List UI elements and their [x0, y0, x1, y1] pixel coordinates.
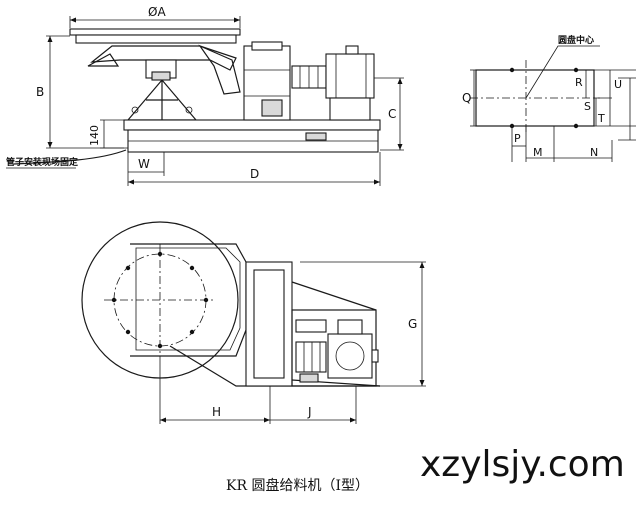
dim-t: T: [597, 112, 605, 125]
dim-g: G: [408, 317, 417, 331]
dim-w: W: [138, 157, 150, 171]
dim-r: R: [575, 76, 583, 89]
front-dimensions: ØA B C 140 W D 管子安装现场固定: [6, 5, 404, 186]
drawing-caption: KR 圆盘给料机（I型）: [226, 477, 369, 494]
foundation-view: 圆盘中心 Q R S T U P M N: [462, 34, 636, 162]
dim-q: Q: [462, 91, 471, 105]
note-disc-center: 圆盘中心: [558, 34, 594, 46]
dim-c: C: [388, 107, 396, 121]
note-pipe-install: 管子安装现场固定: [6, 156, 79, 168]
dim-j: J: [307, 405, 312, 419]
plan-view: G H J: [81, 221, 426, 424]
dim-phi-a: ØA: [148, 5, 166, 19]
dim-h: H: [212, 405, 221, 419]
dim-b: B: [36, 85, 44, 99]
dim-p: P: [514, 132, 521, 145]
dim-s: S: [584, 100, 591, 113]
dim-n: N: [590, 146, 598, 159]
dim-140: 140: [88, 125, 101, 146]
watermark: xzylsjy.com: [420, 444, 625, 485]
dim-m: M: [533, 146, 543, 159]
front-elevation: [13, 28, 381, 165]
dim-u: U: [614, 78, 622, 91]
dim-d: D: [250, 167, 259, 181]
